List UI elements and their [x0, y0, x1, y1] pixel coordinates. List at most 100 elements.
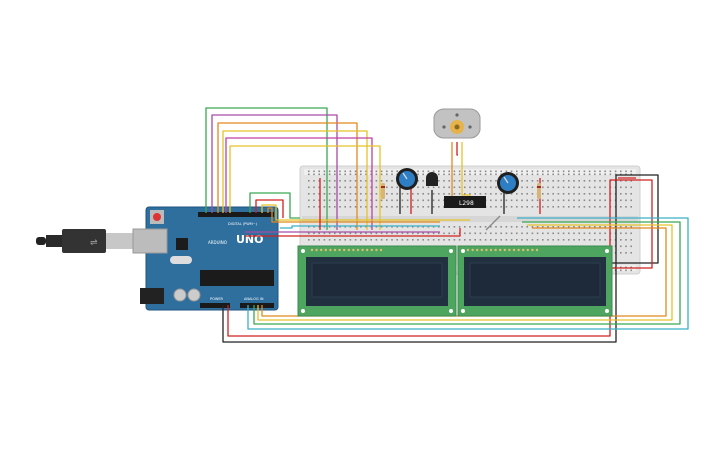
lcd-pin[interactable]	[333, 248, 337, 252]
lcd-display-right[interactable]	[457, 245, 613, 317]
breadboard-hole	[547, 193, 549, 195]
transistor[interactable]	[426, 172, 438, 186]
lcd-pin[interactable]	[343, 248, 346, 252]
wire-red-bus[interactable]	[245, 228, 461, 237]
dc-motor[interactable]	[433, 108, 481, 139]
lcd-pin[interactable]	[508, 248, 511, 252]
breadboard-hole	[417, 170, 419, 173]
breadboard-hole	[386, 173, 388, 176]
lcd-pin[interactable]	[517, 248, 520, 252]
lcd-pin[interactable]	[503, 248, 506, 252]
lcd-pin[interactable]	[535, 248, 539, 252]
breadboard-hole	[620, 232, 622, 235]
breadboard-hole	[401, 232, 404, 235]
breadboard-hole	[308, 232, 310, 235]
breadboard-hole	[375, 173, 378, 176]
lcd-pin[interactable]	[310, 248, 314, 252]
lcd-pin[interactable]	[375, 248, 378, 252]
lcd-pin[interactable]	[347, 248, 350, 252]
lcd-pin[interactable]	[526, 248, 529, 252]
wire-cyan-bus[interactable]	[280, 225, 440, 229]
lcd-pin[interactable]	[512, 248, 516, 252]
breadboard-hole	[547, 170, 549, 173]
l298-driver[interactable]: L298	[444, 196, 486, 208]
breadboard-hole	[406, 199, 409, 202]
potentiometer-left[interactable]	[396, 168, 418, 190]
breadboard-hole	[521, 193, 523, 195]
breadboard-hole	[578, 239, 580, 241]
breadboard-hole	[432, 226, 435, 228]
wire-motor-red[interactable]	[456, 142, 458, 156]
breadboard-hole	[344, 226, 346, 228]
breadboard-hole	[588, 232, 591, 235]
breadboard-hole	[583, 239, 586, 241]
wire-yellow-bottom[interactable]	[257, 224, 673, 321]
breadboard-hole	[521, 199, 523, 202]
breadboard-hole	[552, 226, 554, 228]
wire-cyan-bottom[interactable]	[247, 217, 689, 330]
wire-red-short[interactable]	[255, 199, 284, 218]
breadboard-hole	[427, 193, 430, 195]
breadboard-hole	[360, 232, 362, 235]
breadboard-hole	[328, 186, 331, 189]
breadboard-hole	[495, 226, 497, 228]
wire-magenta-top[interactable]	[225, 137, 373, 230]
usb-cable	[46, 235, 64, 247]
lcd-pin[interactable]	[494, 248, 497, 252]
lcd-pin[interactable]	[338, 248, 341, 252]
lcd-pin[interactable]	[489, 248, 493, 252]
resistor-2[interactable]	[537, 183, 541, 199]
lcd-right-mount-hole	[461, 249, 465, 253]
potentiometer-right[interactable]	[497, 172, 519, 194]
breadboard-hole	[500, 206, 502, 208]
lcd-pin[interactable]	[315, 248, 318, 252]
lcd-pin[interactable]	[531, 248, 534, 252]
breadboard-hole	[594, 193, 596, 195]
lcd-pin[interactable]	[370, 248, 373, 252]
wire-orange-bottom[interactable]	[261, 227, 667, 317]
wire-green-bottom[interactable]	[253, 221, 681, 325]
lcd-pin[interactable]	[329, 248, 332, 252]
lcd-pin[interactable]	[361, 248, 364, 252]
wire-yellow-top-2[interactable]	[229, 145, 381, 230]
lcd-pin[interactable]	[352, 248, 355, 252]
lcd-pin[interactable]	[485, 248, 488, 252]
lcd-pin[interactable]	[476, 248, 479, 252]
lcd-pin[interactable]	[466, 248, 470, 252]
lcd-pin[interactable]	[499, 248, 502, 252]
wire-black-bottom[interactable]	[222, 174, 659, 343]
breadboard-hole	[427, 226, 430, 228]
lcd-pin[interactable]	[471, 248, 474, 252]
lcd-pin[interactable]	[320, 248, 323, 252]
wire-purple-top[interactable]	[211, 114, 338, 230]
breadboard-hole	[526, 170, 528, 173]
breadboard-hole	[443, 239, 445, 241]
lcd-pin[interactable]	[324, 248, 327, 252]
reset-button-cap[interactable]	[153, 213, 161, 221]
wire-orange-bus[interactable]	[267, 207, 440, 223]
breadboard-hole	[542, 206, 544, 208]
lcd-pin[interactable]	[522, 248, 525, 252]
wire-yellow-bus[interactable]	[261, 204, 470, 221]
breadboard-hole	[464, 170, 466, 173]
wire-red-bottom[interactable]	[227, 179, 653, 337]
wire-green-top[interactable]	[205, 107, 328, 230]
resistor-1[interactable]	[381, 183, 385, 199]
lcd-pin[interactable]	[366, 248, 369, 252]
wire-green-short[interactable]	[249, 192, 300, 219]
lcd-pin[interactable]	[480, 248, 483, 252]
wire-orange-top[interactable]	[217, 122, 358, 230]
breadboard-hole	[360, 206, 362, 208]
arduino-uno[interactable]: ⇌ UNO ARDUINO DIGITAL (PWM~) POWER ANALO…	[36, 206, 279, 311]
lcd-display-left[interactable]	[297, 245, 457, 317]
jumper-grey[interactable]	[485, 215, 501, 231]
breadboard-hole	[417, 239, 419, 241]
lcd-pin[interactable]	[356, 248, 360, 252]
breadboard-hole	[510, 206, 513, 208]
breadboard-hole	[308, 180, 310, 182]
breadboard-hole	[599, 206, 601, 208]
lcd-pin[interactable]	[379, 248, 383, 252]
breadboard-hole	[588, 170, 591, 173]
breadboard-hole	[334, 193, 336, 195]
wire-yellow-top[interactable]	[222, 130, 368, 230]
